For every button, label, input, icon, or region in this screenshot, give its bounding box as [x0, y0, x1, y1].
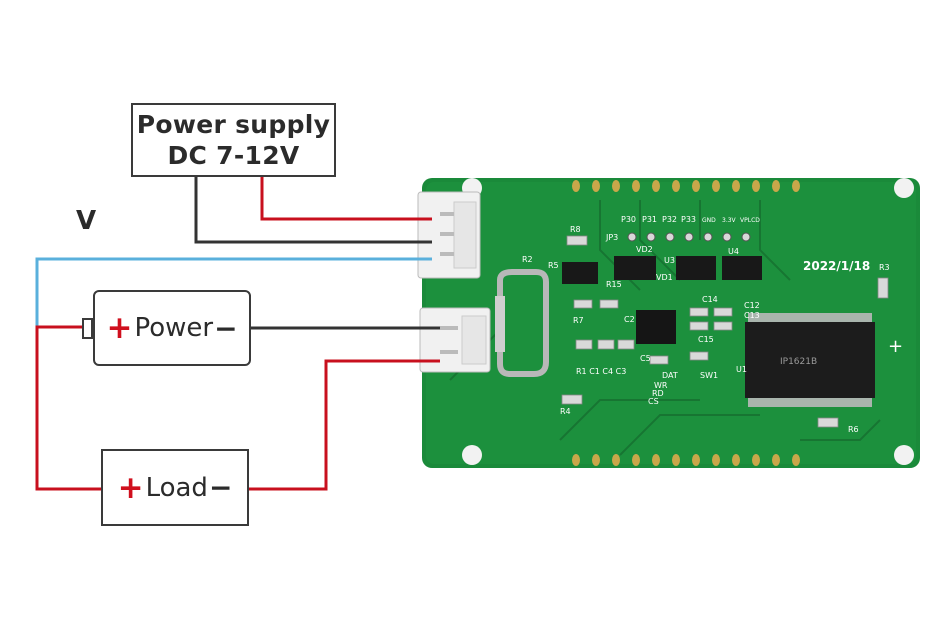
silk-r15: R15: [606, 280, 622, 289]
top-header-pins: [572, 180, 800, 192]
silk-vd1: VD1: [656, 273, 673, 282]
silk-u1: U1: [736, 365, 747, 374]
power-supply-voltage: DC 7-12V: [167, 141, 300, 170]
header-label-p30: P30: [621, 215, 636, 224]
silk-r3: R3: [879, 263, 890, 272]
silk-r8: R8: [570, 225, 581, 234]
silk-u3: U3: [664, 256, 675, 265]
mcu-chip: [636, 310, 676, 344]
silk-vd2: VD2: [636, 245, 653, 254]
red-wire-power-load-positive: [35, 325, 101, 491]
header-label-p32: P32: [662, 215, 677, 224]
bottom-header-pins: [572, 454, 800, 466]
pcb-board: P30 P31 P32 P33 GND 3.3V VPLCD JP3 R8 R5…: [417, 178, 920, 468]
silk-r1c1c4c3: R1 C1 C4 C3: [576, 367, 626, 376]
silk-cs: CS: [648, 397, 659, 406]
lcd-chip-label: IP1621B: [780, 357, 817, 367]
shunt-resistor: [497, 269, 549, 377]
silk-r7: R7: [573, 316, 584, 325]
power-minus-sign: −: [214, 311, 238, 345]
header-label-3v3: 3.3V: [722, 217, 737, 224]
load-box: + Load −: [101, 449, 249, 526]
silk-c5: C5: [640, 354, 651, 363]
power-label: Power: [134, 313, 214, 343]
silk-sw1: SW1: [700, 371, 718, 380]
header-label-gnd: GND: [702, 217, 716, 224]
power-supply-title: Power supply: [136, 110, 331, 139]
silk-wr: WR: [654, 381, 668, 390]
silk-r4: R4: [560, 407, 571, 416]
silk-u4: U4: [728, 247, 739, 256]
power-plus-sign: +: [106, 310, 133, 346]
red-wire-load-negative: [249, 359, 440, 491]
silk-c12: C12: [744, 301, 760, 310]
silk-c2: C2: [624, 315, 635, 324]
load-label: Load: [145, 472, 208, 503]
lcd-driver-chip: [745, 313, 875, 407]
middle-connector: [419, 307, 491, 373]
silk-jp3: JP3: [605, 233, 618, 242]
v-label: V: [76, 206, 97, 236]
load-plus-sign: +: [117, 469, 144, 506]
silk-plus: +: [888, 336, 903, 357]
silk-rd: RD: [652, 389, 664, 398]
power-battery-box: + Power −: [93, 290, 251, 366]
silk-dat: DAT: [662, 371, 678, 380]
silk-c15: C15: [698, 335, 714, 344]
board-date: 2022/1/18: [803, 259, 870, 273]
blue-wire-voltage-sense: [35, 257, 432, 327]
red-wire-supply-positive: [260, 177, 432, 221]
silk-r2: R2: [522, 255, 533, 264]
prog-header: [627, 232, 751, 242]
black-wire-supply-negative: [194, 177, 432, 244]
top-connector: [417, 191, 481, 279]
silk-c14: C14: [702, 295, 718, 304]
silk-r6: R6: [848, 425, 859, 434]
battery-terminal: [82, 318, 93, 339]
silk-c13: C13: [744, 311, 760, 320]
header-label-p33: P33: [681, 215, 696, 224]
header-label-vplcd: VPLCD: [740, 217, 760, 224]
header-label-p31: P31: [642, 215, 657, 224]
load-minus-sign: −: [208, 471, 233, 504]
power-supply-box: Power supply DC 7-12V: [131, 103, 336, 177]
silk-r5: R5: [548, 261, 559, 270]
